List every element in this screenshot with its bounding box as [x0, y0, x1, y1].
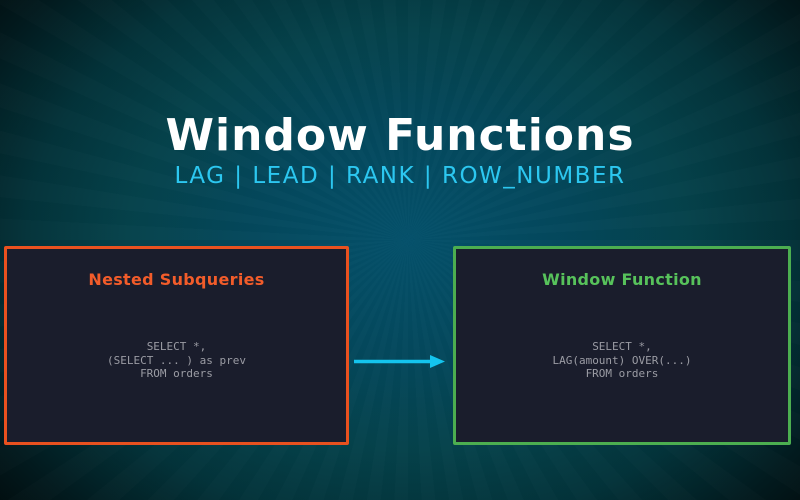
nested-subqueries-panel: Nested Subqueries SELECT *, (SELECT ... … — [4, 246, 349, 445]
code-line: FROM orders — [585, 367, 659, 380]
window-function-code-block: SELECT *, LAG(amount) OVER(...) FROM ord… — [456, 340, 788, 381]
code-line: LAG(amount) OVER(...) — [552, 353, 692, 367]
nested-subqueries-heading: Nested Subqueries — [88, 270, 265, 289]
code-line: (SELECT ... ) as prev — [106, 353, 247, 367]
window-function-heading: Window Function — [542, 270, 702, 289]
arrow-right-icon — [354, 355, 445, 368]
nested-subqueries-code-block: SELECT *, (SELECT ... ) as prev FROM ord… — [7, 340, 346, 381]
window-function-panel: Window Function SELECT *, LAG(amount) OV… — [453, 246, 791, 445]
page-title: Window Functions — [165, 110, 635, 162]
code-line: SELECT *, — [146, 340, 207, 353]
code-line: SELECT *, — [592, 340, 652, 353]
code-line: FROM orders — [140, 367, 213, 380]
subtitle-function-list: LAG | LEAD | RANK | ROW_NUMBER — [174, 163, 626, 189]
